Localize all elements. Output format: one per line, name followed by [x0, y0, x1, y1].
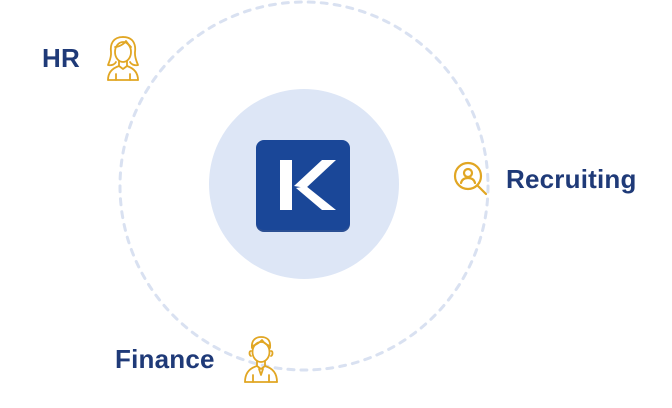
female-person-icon	[104, 34, 142, 82]
node-finance: Finance	[115, 334, 281, 384]
node-label-hr: HR	[42, 42, 80, 73]
node-recruiting: Recruiting	[452, 160, 637, 198]
node-label-recruiting: Recruiting	[506, 163, 637, 194]
k-logo-icon	[280, 160, 336, 210]
search-person-icon	[452, 160, 490, 198]
male-person-icon	[241, 334, 281, 384]
app-logo	[256, 140, 350, 230]
node-hr: HR	[42, 34, 142, 82]
node-label-finance: Finance	[115, 343, 215, 374]
